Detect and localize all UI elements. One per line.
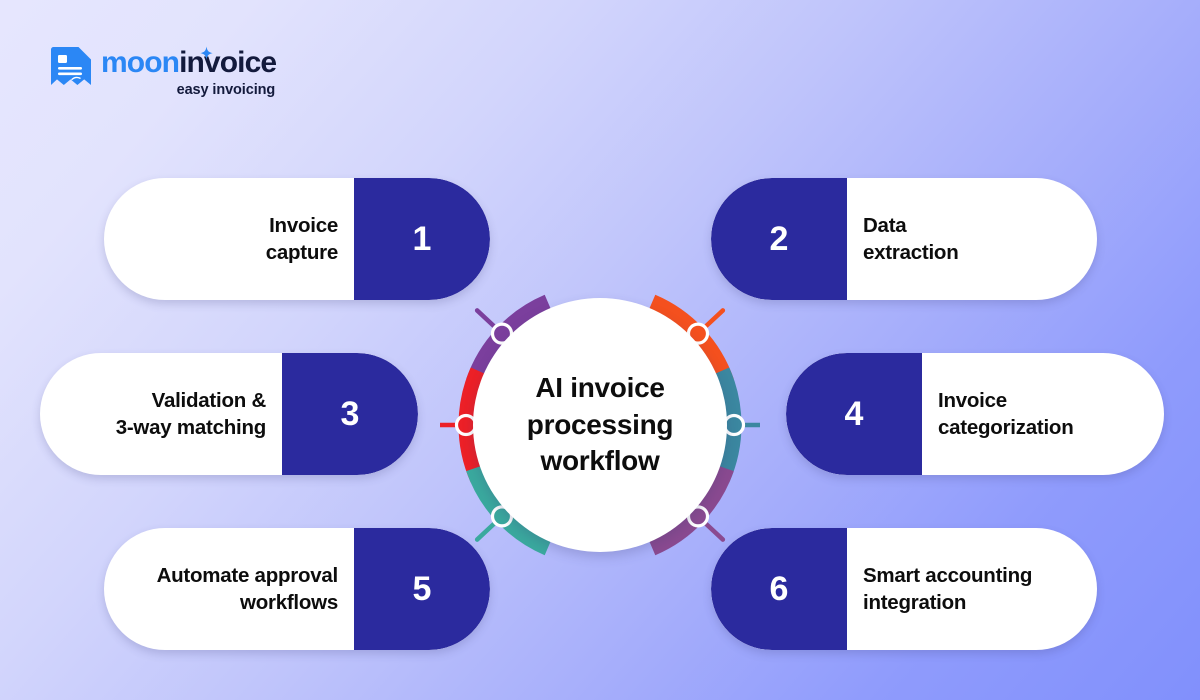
step-label-2: Data extraction bbox=[863, 213, 959, 264]
step-card-4[interactable]: 4 Invoice categorization bbox=[786, 353, 1164, 475]
sparkle-icon bbox=[198, 39, 215, 69]
step-label-6: Smart accounting integration bbox=[863, 563, 1033, 614]
connector-dot-4 bbox=[722, 413, 746, 437]
step-card-3[interactable]: Validation & 3-way matching 3 bbox=[40, 353, 418, 475]
logo-title: mooninvoice bbox=[101, 46, 277, 79]
step-label-5: Automate approval workflows bbox=[156, 563, 339, 614]
brand-logo: mooninvoice easy invoicing bbox=[50, 46, 277, 98]
logo-wordmark: mooninvoice easy invoicing bbox=[101, 46, 277, 98]
step-card-5[interactable]: Automate approval workflows 5 bbox=[104, 528, 490, 650]
step-number-1: 1 bbox=[354, 178, 490, 300]
center-title: AI invoice processing workflow bbox=[526, 372, 674, 477]
step-number-4: 4 bbox=[786, 353, 922, 475]
step-number-6: 6 bbox=[711, 528, 847, 650]
step-number-5: 5 bbox=[354, 528, 490, 650]
step-card-1[interactable]: Invoice capture 1 bbox=[104, 178, 490, 300]
step-label-1: Invoice capture bbox=[265, 213, 339, 264]
logo-tagline: easy invoicing bbox=[176, 82, 276, 98]
step-label-4: Invoice categorization bbox=[938, 388, 1074, 439]
step-card-2[interactable]: 2 Data extraction bbox=[711, 178, 1097, 300]
step-label-3: Validation & 3-way matching bbox=[115, 388, 267, 439]
logo-word-invoice: invoice bbox=[179, 46, 277, 79]
connector-dot-6 bbox=[686, 505, 710, 528]
step-card-6[interactable]: 6 Smart accounting integration bbox=[711, 528, 1097, 650]
logo-word-moon: moon bbox=[101, 46, 180, 79]
workflow-wheel bbox=[440, 265, 760, 585]
invoice-document-icon bbox=[50, 46, 92, 94]
step-number-2: 2 bbox=[711, 178, 847, 300]
step-number-3: 3 bbox=[282, 353, 418, 475]
center-hub: AI invoice processing workflow bbox=[473, 298, 727, 552]
